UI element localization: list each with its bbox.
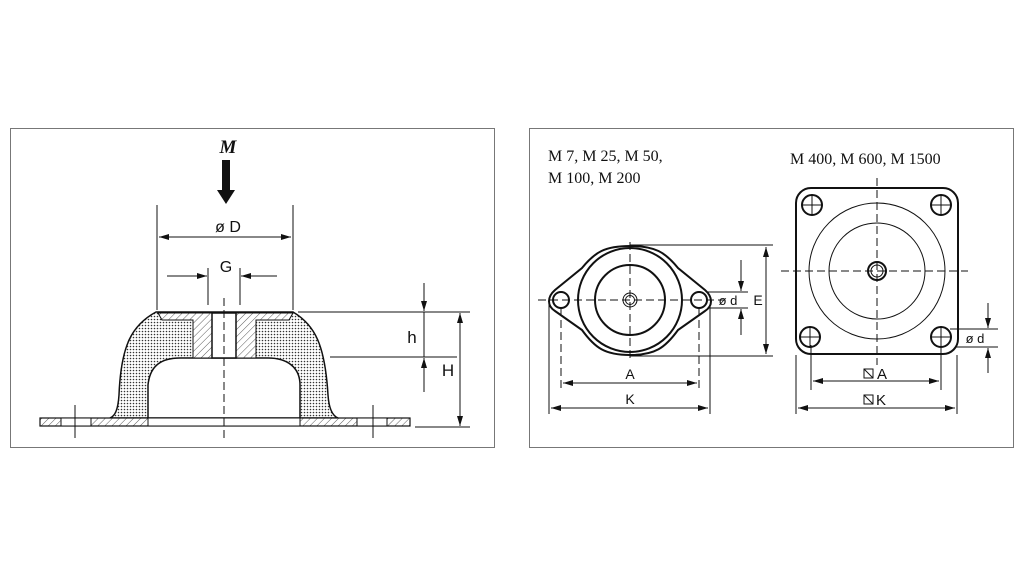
load-arrow-icon [217, 160, 235, 204]
square-models-label: M 400, M 600, M 1500 [790, 151, 941, 168]
square-flange-top-view: A K ø d [781, 178, 998, 414]
load-label: M [219, 137, 238, 158]
square-symbol-icon [863, 394, 874, 405]
dim-H-label: H [442, 361, 454, 380]
square-dim-d: ø d [966, 331, 985, 346]
square-dim-A: A [877, 366, 887, 383]
oval-models-line1: M 7, M 25, M 50, [548, 148, 663, 165]
panel-border [529, 128, 1014, 448]
oval-dim-A: A [625, 366, 635, 382]
oval-dim-E: E [753, 292, 762, 308]
top-views-panel: M 7, M 25, M 50, M 100, M 200 M 400, M 6… [529, 128, 1014, 448]
square-symbol-icon [863, 368, 874, 379]
oval-models-line2: M 100, M 200 [548, 170, 640, 187]
oval-dim-d: ø d [719, 293, 738, 308]
oval-dim-K: K [625, 391, 635, 407]
oval-flange-top-view: A K E ø d [538, 242, 773, 414]
square-dim-K: K [876, 392, 886, 409]
dim-h-label: h [407, 328, 416, 347]
dim-D-label: ø D [215, 219, 241, 236]
dim-G-label: G [220, 259, 232, 276]
side-section-view-panel: M ø D G h [10, 128, 495, 448]
